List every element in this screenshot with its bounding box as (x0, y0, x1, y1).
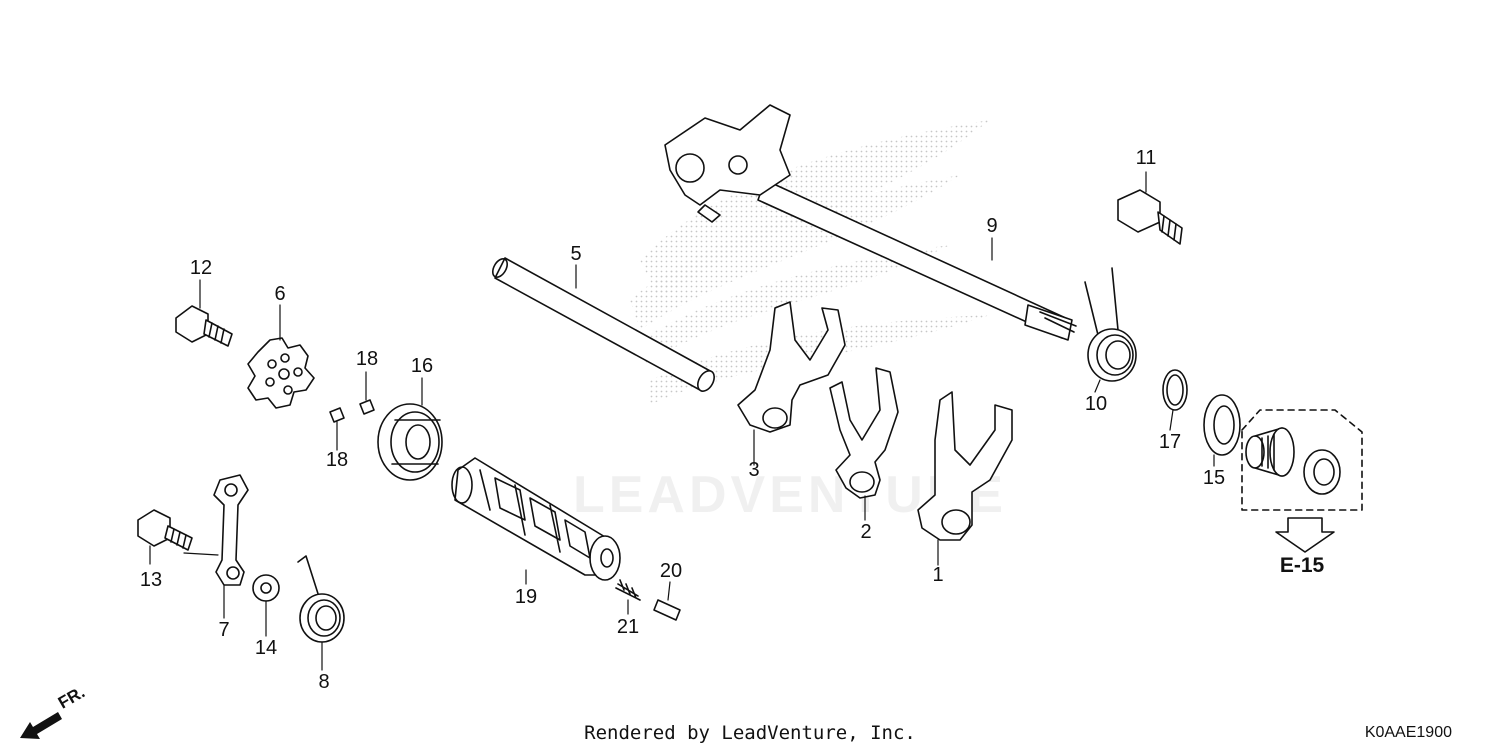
reference-e15-box (1241, 409, 1363, 553)
callout-5: 5 (570, 243, 582, 265)
callout-19: 19 (514, 586, 538, 608)
callout-17: 17 (1158, 431, 1182, 453)
callout-7: 7 (218, 619, 230, 641)
callout-15: 15 (1202, 467, 1226, 489)
part-12-bolt (175, 305, 233, 347)
part-13-bolt (137, 509, 193, 551)
part-19-shift-drum (451, 457, 621, 581)
part-2-shift-fork (829, 367, 899, 499)
callout-9: 9 (986, 215, 998, 237)
callout-1: 1 (932, 564, 944, 586)
callout-21: 21 (616, 616, 640, 638)
part-11-bolt (1117, 189, 1183, 245)
part-3-shift-fork (737, 301, 846, 433)
callout-18-lower: 18 (325, 449, 349, 471)
part-5-fork-shaft (491, 257, 715, 392)
part-1-shift-fork (917, 391, 1013, 541)
callout-6: 6 (274, 283, 286, 305)
callout-8: 8 (318, 671, 330, 693)
callout-16: 16 (410, 355, 434, 377)
callout-20: 20 (659, 560, 683, 582)
callout-11: 11 (1135, 147, 1157, 169)
part-7-stopper-arm (213, 474, 249, 586)
part-9-shift-shaft (664, 104, 1077, 341)
leader-lines (149, 171, 1215, 671)
part-16-bearing (377, 403, 443, 481)
part-10-spring (1084, 267, 1137, 382)
callout-12: 12 (189, 257, 213, 279)
part-14-washer (252, 574, 280, 602)
footer-credit: Rendered by LeadVenture, Inc. (584, 722, 916, 744)
part-15-washer (1203, 394, 1241, 456)
callout-2: 2 (860, 521, 872, 543)
callout-10: 10 (1084, 393, 1108, 415)
part-6-star-plate (247, 337, 315, 409)
diagram-code: K0AAE1900 (1364, 724, 1452, 741)
part-18-dowel-pins (329, 399, 375, 423)
callout-13: 13 (139, 569, 163, 591)
part-21-spring (615, 579, 641, 601)
callout-14: 14 (254, 637, 278, 659)
reference-e15-label: E-15 (1279, 554, 1325, 577)
part-17-circlip (1162, 369, 1188, 411)
callout-18-upper: 18 (355, 348, 379, 370)
part-8-spring (297, 555, 345, 643)
callout-3: 3 (748, 459, 760, 481)
front-direction-arrow (20, 712, 62, 739)
part-20-pin (653, 599, 681, 621)
